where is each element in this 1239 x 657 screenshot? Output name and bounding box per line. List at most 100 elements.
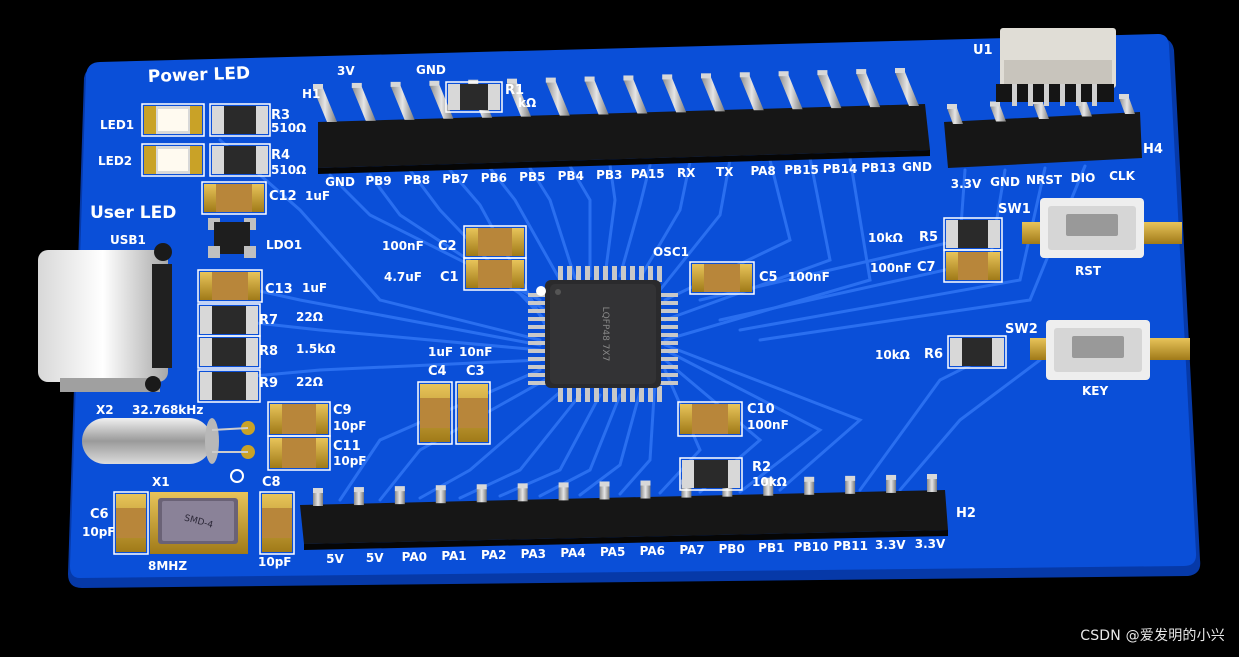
mcu-pin — [576, 386, 581, 402]
header-pin — [599, 485, 610, 500]
user-led-label: User LED — [90, 203, 176, 223]
header-pin — [927, 478, 937, 492]
c8-value: 10pF — [258, 555, 292, 569]
capacitor-body — [704, 264, 740, 292]
pin-label: 3.3V — [951, 177, 982, 191]
mcu-pin — [660, 381, 678, 385]
pin-label: 3.3V — [875, 538, 906, 552]
usb1-label: USB1 — [110, 233, 146, 247]
pin-label: PA8 — [750, 164, 775, 178]
pin-tip — [804, 476, 815, 482]
header-pin — [817, 74, 842, 109]
pin-label: PB0 — [719, 542, 745, 556]
silk-outline — [445, 81, 503, 113]
silk-outline — [197, 369, 261, 403]
header-pin — [990, 105, 1006, 122]
pin-tip — [353, 487, 364, 493]
crystal-x1 — [150, 469, 248, 554]
mcu-pin — [660, 301, 678, 305]
pin-tip — [640, 480, 651, 486]
r2-value: 10kΩ — [752, 475, 787, 489]
capacitor-body — [282, 438, 316, 468]
resistor-body — [694, 460, 728, 488]
trace — [603, 163, 617, 278]
h3-gnd-label: GND — [416, 63, 446, 77]
led-pad — [190, 106, 202, 134]
u1-pin — [1012, 84, 1017, 106]
header-pin — [1119, 98, 1135, 114]
sw2-label: SW2 — [1005, 322, 1038, 337]
r8-label: R8 — [259, 344, 278, 359]
r9-value: 22Ω — [296, 375, 323, 389]
header-pin — [845, 479, 856, 494]
u1-pin — [1044, 84, 1049, 106]
pin-label: PA2 — [481, 548, 506, 562]
rst-label: RST — [1075, 264, 1102, 278]
mcu-pin — [657, 386, 662, 402]
pin-tip — [476, 484, 487, 490]
pin-tip — [990, 101, 1000, 107]
mcu-pin — [528, 381, 546, 385]
power-led-label: Power LED — [147, 63, 250, 87]
silk-outline — [201, 181, 267, 215]
pin-tip — [927, 474, 937, 479]
mcu-pin — [660, 349, 678, 353]
led-lens — [158, 109, 188, 131]
header-pin — [763, 481, 774, 496]
capacitor-body — [212, 272, 248, 300]
h4-label: H4 — [1143, 142, 1163, 157]
pin-label: DIO — [1071, 171, 1096, 185]
pin-tip — [856, 69, 867, 75]
capacitor-body — [116, 508, 146, 538]
pin-tip — [313, 488, 323, 493]
r3-value: 510Ω — [271, 121, 306, 135]
pin-tip — [845, 475, 856, 481]
pin-tip — [558, 482, 569, 488]
mcu-pin — [660, 333, 678, 337]
pin-tip — [394, 486, 405, 492]
pin-tip — [429, 80, 440, 86]
header-pin — [856, 73, 881, 108]
mcu-pin — [660, 357, 678, 361]
capacitor-body — [282, 404, 316, 434]
silk-outline — [943, 249, 1003, 283]
button-sw1 — [1022, 198, 1182, 258]
pin-tip — [390, 81, 401, 87]
pin-tip — [739, 72, 750, 78]
r7-label: R7 — [259, 313, 278, 328]
u1-label: U1 — [973, 43, 993, 58]
pin-tip — [763, 477, 774, 483]
header-pin — [313, 88, 337, 122]
silk-outline — [947, 335, 1007, 369]
pin-label: 5V — [366, 551, 384, 565]
trace — [538, 393, 622, 498]
sw1-label: SW1 — [998, 202, 1031, 217]
mcu-pin — [660, 373, 678, 377]
pin-tip — [545, 77, 556, 83]
pin-label: PA6 — [640, 544, 665, 558]
pin-tip — [517, 483, 528, 489]
mcu-pin — [528, 301, 546, 305]
r2-label: R2 — [752, 460, 771, 475]
header-pin — [351, 86, 376, 121]
silk-outline — [267, 435, 331, 471]
mcu-pin — [594, 266, 599, 282]
resistor-body — [460, 84, 488, 110]
u1-pin — [1092, 84, 1097, 106]
header-h1 — [313, 68, 930, 174]
resistor-body — [224, 106, 256, 134]
usb-c-connector — [38, 243, 172, 392]
u1-pin — [1076, 84, 1081, 106]
r1-label: R1 — [505, 83, 524, 98]
mcu-pin — [639, 386, 644, 402]
mcu-pin — [660, 293, 678, 297]
header-pin — [394, 490, 405, 505]
silk-outline — [113, 491, 149, 555]
c12-label: C12 — [269, 189, 297, 204]
r4-value: 510Ω — [271, 163, 306, 177]
mcu-pin — [603, 386, 608, 402]
mcu-pin — [567, 266, 572, 282]
pin-label: PB8 — [404, 173, 430, 187]
capacitor-body — [216, 184, 252, 212]
